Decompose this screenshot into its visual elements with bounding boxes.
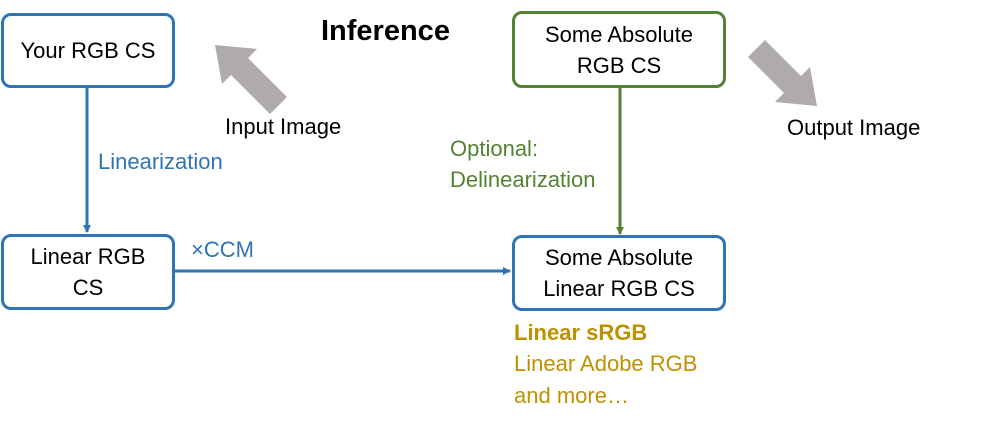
node-linear-rgb-cs: Linear RGB CS [1,234,175,310]
node-label: CS [72,275,104,300]
edge-label-optional: Optional: [450,136,539,161]
output-image-arrow-icon [748,40,817,106]
node-absolute-linear-rgb-cs: Some Absolute Linear RGB CS [512,235,726,311]
example-linear-srgb: Linear sRGB [514,320,648,345]
node-label: Some Absolute [545,245,693,270]
input-image-arrow-icon [215,45,287,114]
edge-label-ccm: ×CCM [191,237,254,262]
node-label: RGB CS [576,52,662,78]
node-absolute-rgb-cs: Some Absolute RGB CS [512,11,726,88]
edge-label-delinearization: Delinearization [450,167,596,192]
edge-label-linearization: Linearization [98,149,223,174]
example-linear-adobe-rgb: Linear Adobe RGB [514,351,698,376]
input-image-label: Input Image [225,114,342,139]
example-and-more: and more… [514,383,629,408]
node-label: Linear RGB [30,244,146,269]
node-label: Your RGB CS [20,38,156,63]
node-label: Some Absolute [545,21,693,47]
diagram-title: Inference [321,15,450,47]
node-your-rgb-cs: Your RGB CS [1,13,175,88]
output-image-label: Output Image [787,115,921,140]
node-label: Linear RGB CS [543,276,695,301]
